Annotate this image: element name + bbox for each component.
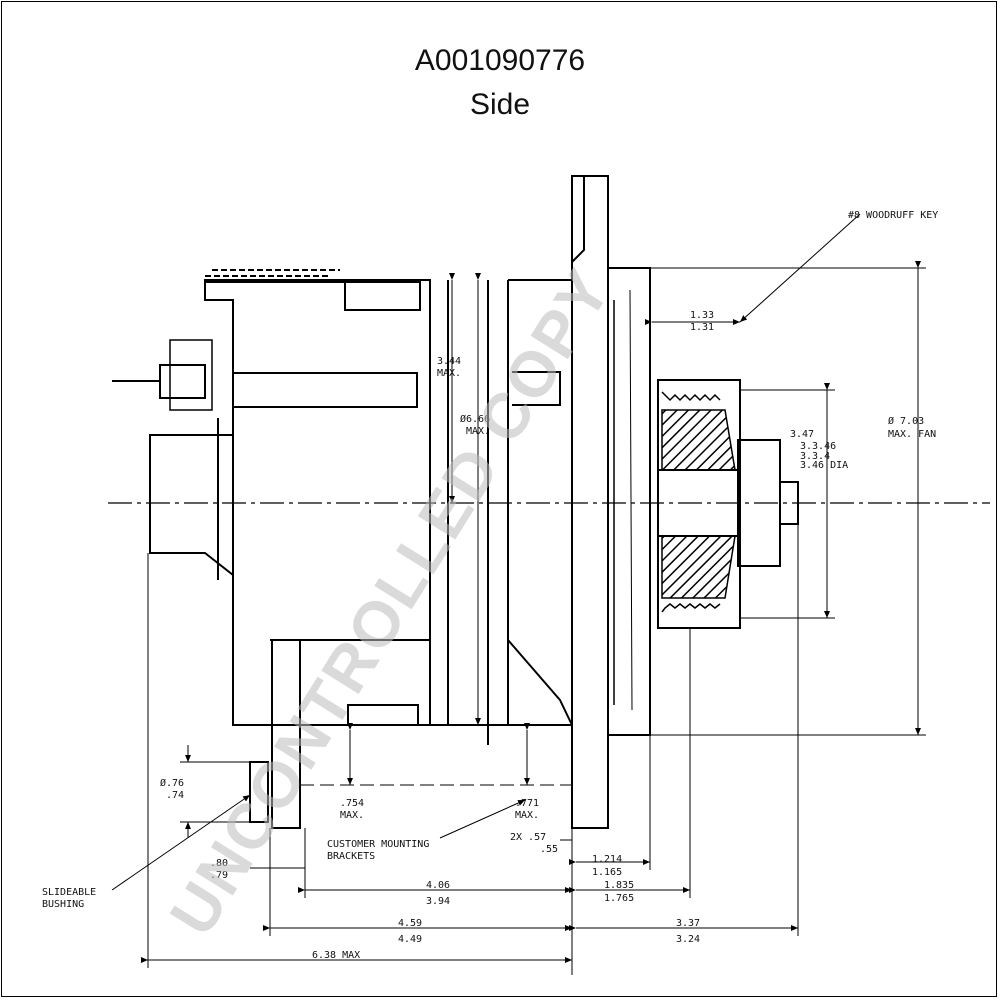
label-bushing: BUSHING xyxy=(42,899,84,910)
label-4-49: 4.49 xyxy=(398,934,422,945)
label-brackets: BRACKETS xyxy=(327,851,375,862)
label-slideable: SLIDEABLE xyxy=(42,887,96,898)
label-woodruff-key: #8 WOODRUFF KEY xyxy=(848,210,938,221)
label-1-31: 1.31 xyxy=(690,322,714,333)
label-0-55: .55 xyxy=(540,844,558,855)
label-customer-mounting: CUSTOMER MOUNTING xyxy=(327,839,429,850)
label-1-165: 1.165 xyxy=(592,867,622,878)
label-4-06: 4.06 xyxy=(426,880,450,891)
label-6-66: Ø6.66 xyxy=(460,413,490,425)
label-0-771: .771 xyxy=(515,798,539,809)
label-1-33: 1.33 xyxy=(690,310,714,321)
label-max-4: MAX. xyxy=(515,810,539,821)
label-3-46-dia: 3.46 DIA xyxy=(800,460,848,471)
view-label: Side xyxy=(469,88,531,121)
label-max-1: MAX. xyxy=(437,368,461,379)
label-3-44: 3.44 xyxy=(437,356,461,367)
label-3-94: 3.94 xyxy=(426,896,450,907)
label-7-03: Ø 7.03 xyxy=(888,415,924,427)
label-0-754: .754 xyxy=(340,798,364,809)
label-3-47: 3.47 xyxy=(790,429,814,440)
label-max-2: MAX. xyxy=(466,426,490,437)
label-3-37: 3.37 xyxy=(676,918,700,929)
label-1-214: 1.214 xyxy=(592,854,622,865)
label-3-46-a: 3.3.46 xyxy=(800,441,836,452)
label-0-80: .80 xyxy=(210,858,228,869)
alternator-body xyxy=(112,175,799,829)
label-3-24: 3.24 xyxy=(676,934,700,945)
label-max-3: MAX. xyxy=(340,810,364,821)
label-1-835: 1.835 xyxy=(604,880,634,891)
label-3-46-b: 3.3.4 xyxy=(800,451,830,462)
label-4-59: 4.59 xyxy=(398,918,422,929)
label-2x-57: 2X .57 xyxy=(510,832,546,843)
drawing-title: A001090776 xyxy=(414,44,586,77)
dimension-lines xyxy=(111,213,926,975)
label-0-76: Ø.76 xyxy=(160,777,184,789)
label-1-765: 1.765 xyxy=(604,893,634,904)
pulley-section-upper xyxy=(661,409,736,471)
pulley-section-lower xyxy=(661,535,736,599)
label-6-38-max: 6.38 MAX xyxy=(312,950,360,961)
label-0-79: .79 xyxy=(210,870,228,881)
label-0-74: .74 xyxy=(166,790,184,801)
dimension-labels: #8 WOODRUFF KEY 1.33 1.31 3.44 MAX. Ø6.6… xyxy=(42,210,938,961)
label-max-fan: MAX. FAN xyxy=(888,429,936,440)
